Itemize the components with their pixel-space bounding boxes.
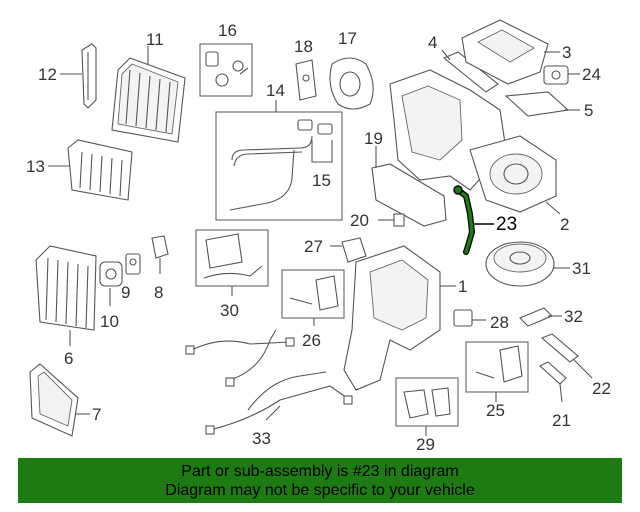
part-3 (461, 19, 560, 85)
part-6 (35, 245, 97, 346)
part-9 (125, 253, 141, 275)
callout-29: 29 (416, 435, 435, 454)
part-14 (215, 100, 343, 221)
callout-12: 12 (38, 65, 57, 84)
callout-19: 19 (364, 129, 383, 148)
part-21 (539, 361, 567, 403)
banner-line-1: Part or sub-assembly is #23 in diagram (181, 463, 459, 480)
part-2 (469, 135, 561, 215)
part-29 (395, 377, 459, 436)
part-7 (29, 363, 90, 437)
callout-7: 7 (92, 405, 101, 424)
parts-diagram: 12 11 13 6 (26, 19, 611, 454)
part-32 (519, 307, 562, 327)
part-12 (60, 43, 97, 109)
part-1 (343, 245, 456, 391)
callout-31: 31 (572, 259, 591, 278)
callout-22: 22 (592, 379, 611, 398)
info-banner: Part or sub-assembly is #23 in diagram D… (18, 458, 622, 503)
part-17 (329, 57, 374, 110)
part-18 (295, 59, 317, 101)
callout-4: 4 (428, 33, 437, 52)
part-13 (48, 139, 133, 201)
part-26 (281, 269, 345, 326)
part-15 (297, 119, 333, 163)
callout-24: 24 (582, 65, 601, 84)
part-25 (465, 341, 529, 402)
part-16 (199, 43, 253, 97)
callout-21: 21 (552, 411, 571, 430)
callout-23: 23 (496, 214, 517, 235)
callout-16: 16 (218, 21, 237, 40)
callout-28: 28 (490, 313, 509, 332)
part-11 (111, 46, 186, 143)
part-19 (371, 146, 447, 227)
callout-8: 8 (154, 283, 163, 302)
callout-30: 30 (220, 301, 239, 320)
callout-25: 25 (486, 401, 505, 420)
callout-14: 14 (266, 81, 285, 100)
callout-2: 2 (560, 215, 569, 234)
part-10 (99, 261, 123, 306)
part-8 (151, 235, 169, 274)
part-31 (485, 241, 570, 287)
part-24 (543, 65, 580, 85)
callout-10: 10 (100, 312, 119, 331)
callout-3: 3 (562, 43, 571, 62)
callout-9: 9 (121, 283, 130, 302)
part-4 (441, 49, 499, 93)
callout-20: 20 (350, 211, 369, 230)
callout-1: 1 (458, 277, 467, 296)
callout-18: 18 (294, 37, 313, 56)
callout-32: 32 (564, 307, 583, 326)
part-28 (453, 309, 486, 327)
callout-5: 5 (584, 101, 593, 120)
callout-13: 13 (26, 157, 45, 176)
part-5 (504, 91, 580, 117)
part-22 (540, 333, 593, 379)
part-20 (378, 213, 405, 227)
part-27 (330, 237, 367, 263)
part-33 (185, 329, 353, 435)
callout-33: 33 (252, 429, 271, 448)
banner-line-2: Diagram may not be specific to your vehi… (165, 482, 475, 499)
callout-15: 15 (312, 171, 331, 190)
callout-27: 27 (304, 237, 323, 256)
part-23-highlighted (453, 185, 494, 255)
callout-6: 6 (64, 349, 73, 368)
callout-11: 11 (146, 30, 164, 49)
callout-17: 17 (338, 29, 357, 48)
part-30 (195, 229, 269, 296)
callout-26: 26 (302, 331, 321, 350)
